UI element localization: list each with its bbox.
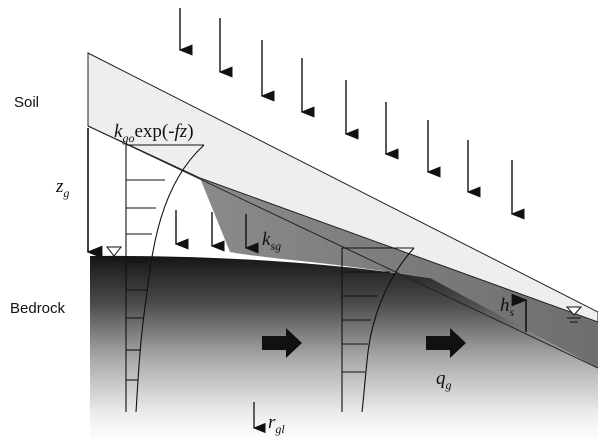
saturated-zone [200,178,598,368]
zg-label: zg [55,176,69,200]
hs-label: hs [500,295,515,319]
recharge-arrows [174,210,259,254]
lateral-flow-arrow-1 [262,328,302,358]
bedrock-label: Bedrock [10,300,66,317]
soil-layer [87,52,598,323]
conductivity-profile-left [125,144,205,413]
ksg-label: ksg [262,229,281,253]
bedrock-region [90,255,598,441]
conductivity-profile-right [341,247,415,413]
soil-label: Soil [14,94,39,111]
qg-label: qg [436,368,452,392]
rainfall-arrows [178,8,525,220]
rgl-label: rgl [268,412,285,436]
conductivity-formula-label: kgoexp(-fz) [114,121,194,145]
water-table-icon [105,246,123,260]
water-table-icon [565,306,583,323]
lateral-flow-arrow-2 [426,328,466,358]
soil-lower-edge [87,125,598,369]
